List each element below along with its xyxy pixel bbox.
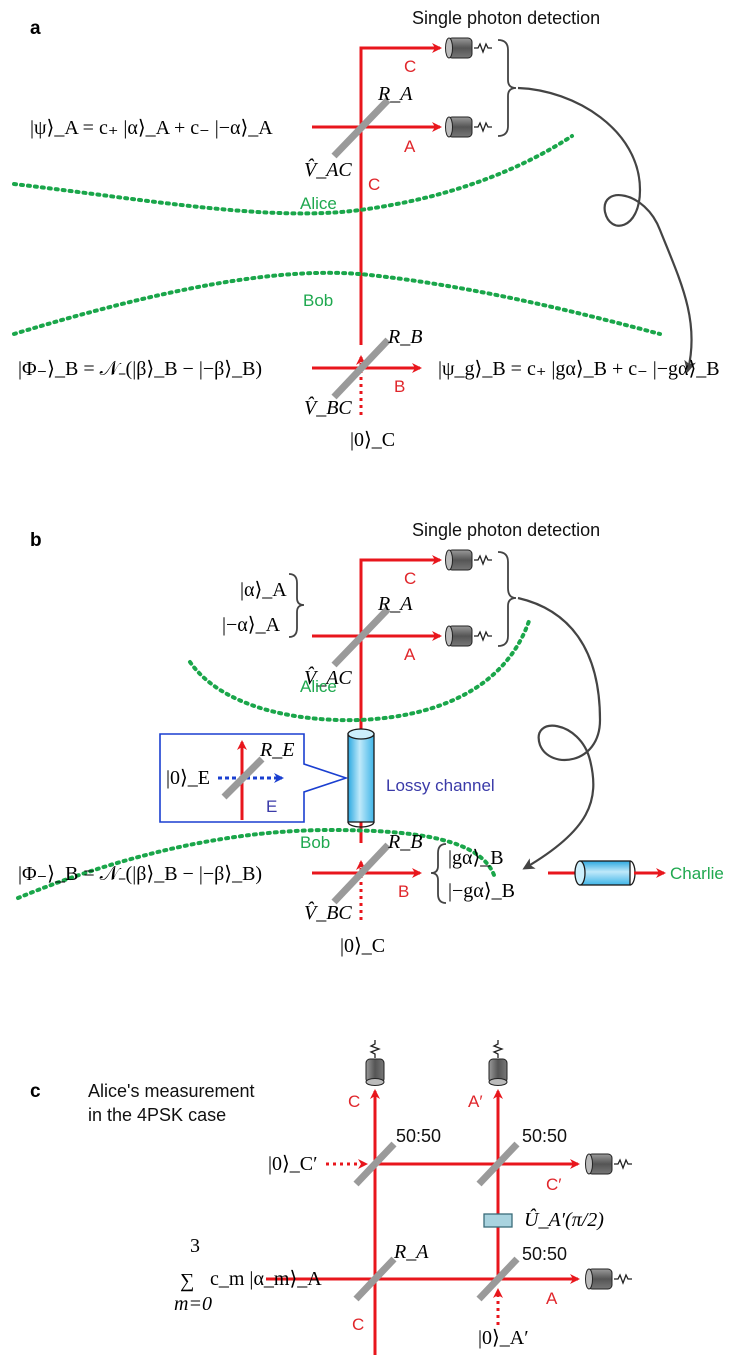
feed-forward-arrow [517,86,696,373]
operator-vbc: V̂_BC [304,396,352,419]
detector-icon [445,116,492,138]
bob-boundary [12,270,662,336]
mode-label-c-top: C [404,57,416,76]
mode-label-c-top: C [404,569,416,588]
mode-label-c: C [368,175,380,194]
sum-symbol: ∑ [180,1270,194,1292]
operator-vac: V̂_AC [304,158,352,181]
beamsplitter-ra [331,606,391,668]
beam-c-path [359,43,442,345]
mode-label-c-prime: C′ [546,1175,561,1194]
panel-a: a Single photon detection |ψ⟩_A = c₊ |α⟩… [12,8,720,451]
panel-b-label: b [30,530,42,551]
beamsplitter-top-right [476,1141,520,1187]
eve-vacuum: |0⟩_E [166,767,210,789]
mode-label-a: A [404,137,416,156]
bob-input-state: |Φ₋⟩_B = 𝒩₋(|β⟩_B − |−β⟩_B) [18,358,262,380]
vacuum-input: |0⟩_C [340,935,385,957]
mode-label-e: E [266,797,277,816]
mode-label-a: A [404,645,416,664]
mode-label-c-bottom: C [352,1315,364,1334]
lossy-channel [347,728,375,828]
bob-label: Bob [303,291,333,310]
splitter-rb-label: R_B [387,831,422,853]
bob-label: Bob [300,833,330,852]
splitter-ratio-label: 50:50 [522,1126,567,1146]
beamsplitter-rb [331,337,391,400]
detector-icon [445,37,492,59]
panel-c-label: c [30,1081,41,1102]
detector-icon [365,1040,385,1086]
splitter-ra-label: R_A [393,1241,429,1263]
splitter-ra-label: R_A [377,593,413,615]
output-state: |ψ_g⟩_B = c₊ |gα⟩_B + c₋ |−gα⟩_B [438,358,720,380]
detection-title: Single photon detection [412,8,600,28]
panel-a-label: a [30,18,41,39]
detector-icon [585,1153,632,1175]
output-brace [430,843,447,904]
sum-term: c_m |α_m⟩_A [210,1268,322,1290]
bob-input-state: |Φ₋⟩_B = 𝒩₋(|β⟩_B − |−β⟩_B) [18,863,262,885]
splitter-ratio-label: 50:50 [522,1244,567,1264]
detector-brace [497,39,517,137]
detector-icon [445,625,492,647]
input-state-alpha: |α⟩_A [240,579,287,601]
alice-boundary [12,134,574,216]
mode-label-a: A [546,1289,558,1308]
beamsplitter-top-left [353,1141,397,1187]
splitter-rb-label: R_B [387,326,422,348]
input-brace [288,573,305,638]
phase-shifter [483,1213,513,1228]
output-state-minus-g-alpha: |−gα⟩_B [448,880,515,902]
detector-icon [488,1040,508,1086]
panel-b: b Single photon detection |α⟩_A |−α⟩_A R… [16,520,724,957]
caption-line1: Alice's measurement [88,1081,255,1101]
detector-icon [445,549,492,571]
operator-vbc: V̂_BC [304,901,352,924]
splitter-ra-label: R_A [377,83,413,105]
beamsplitter-ra [331,97,391,159]
vacuum-top: |0⟩_C′ [268,1153,318,1175]
beamsplitter-bottom-right [476,1256,520,1302]
alice-boundary [188,616,532,723]
output-state-g-alpha: |gα⟩_B [448,847,504,869]
beamsplitter-rb [331,842,391,905]
charlie-channel [574,860,636,886]
sum-lower-limit: m=0 [174,1293,212,1315]
splitter-ratio-label: 50:50 [396,1126,441,1146]
beamsplitter-re [221,756,265,800]
phase-operator: Û_A′(π/2) [524,1207,604,1231]
feed-forward-arrow [517,596,602,870]
input-state: |ψ⟩_A = c₊ |α⟩_A + c₋ |−α⟩_A [30,117,273,139]
splitter-re-label: R_E [259,739,294,761]
beamsplitter-ra [353,1256,397,1302]
mode-label-a-prime: A′ [468,1092,483,1111]
mode-label-c-top: C [348,1092,360,1111]
operator-vac: V̂_AC [304,666,352,689]
alice-label: Alice [300,194,337,213]
caption-line2: in the 4PSK case [88,1105,226,1125]
alice-label: Alice [300,677,337,696]
detector-brace [497,551,517,647]
vacuum-bottom: |0⟩_A′ [478,1327,529,1349]
mode-label-b: B [398,882,409,901]
detector-icon [585,1268,632,1290]
channel-label: Lossy channel [386,776,495,795]
sum-upper-limit: 3 [190,1235,200,1257]
vacuum-input: |0⟩_C [350,429,395,451]
bob-boundary [16,827,496,900]
charlie-label: Charlie [670,864,724,883]
panel-c: c Alice's measurement in the 4PSK case Û… [30,1040,632,1355]
input-state-minus-alpha: |−α⟩_A [222,614,281,636]
detection-title: Single photon detection [412,520,600,540]
mode-label-b: B [394,377,405,396]
